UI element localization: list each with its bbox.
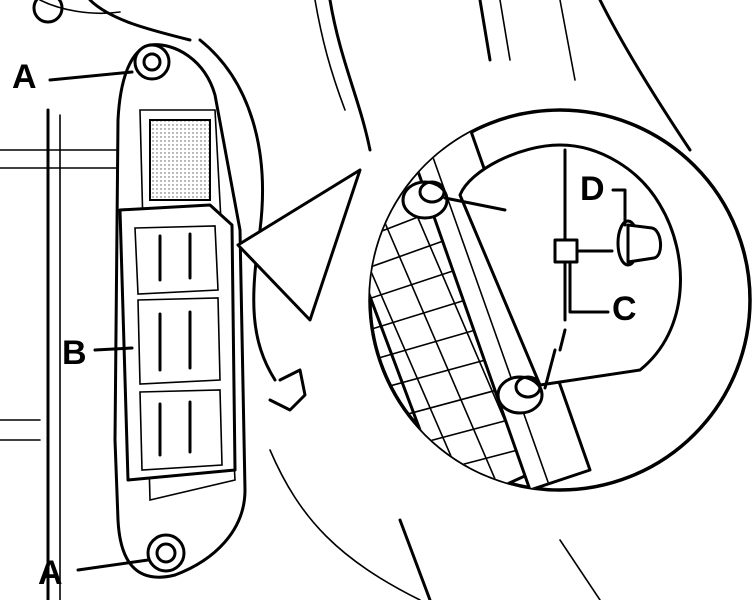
callout-b: B xyxy=(62,334,87,372)
sleeve-c xyxy=(553,238,579,264)
wire-clip xyxy=(268,368,307,412)
leader-lines-left xyxy=(48,70,150,572)
connector-b-body xyxy=(118,203,237,482)
vent-grille xyxy=(149,119,211,201)
callout-a-bottom: A xyxy=(38,554,63,592)
screw-a-bottom xyxy=(146,533,186,573)
screw-a-top xyxy=(133,43,171,81)
housing-background xyxy=(0,0,692,602)
detail-inset xyxy=(443,143,682,390)
rivet-bottom xyxy=(496,375,544,415)
magnifier-pointer xyxy=(236,168,362,322)
rivet-top xyxy=(401,180,449,220)
callout-a-top: A xyxy=(12,58,37,96)
callout-c: C xyxy=(612,290,637,328)
callout-d: D xyxy=(580,170,605,208)
rivet-d xyxy=(616,219,662,267)
